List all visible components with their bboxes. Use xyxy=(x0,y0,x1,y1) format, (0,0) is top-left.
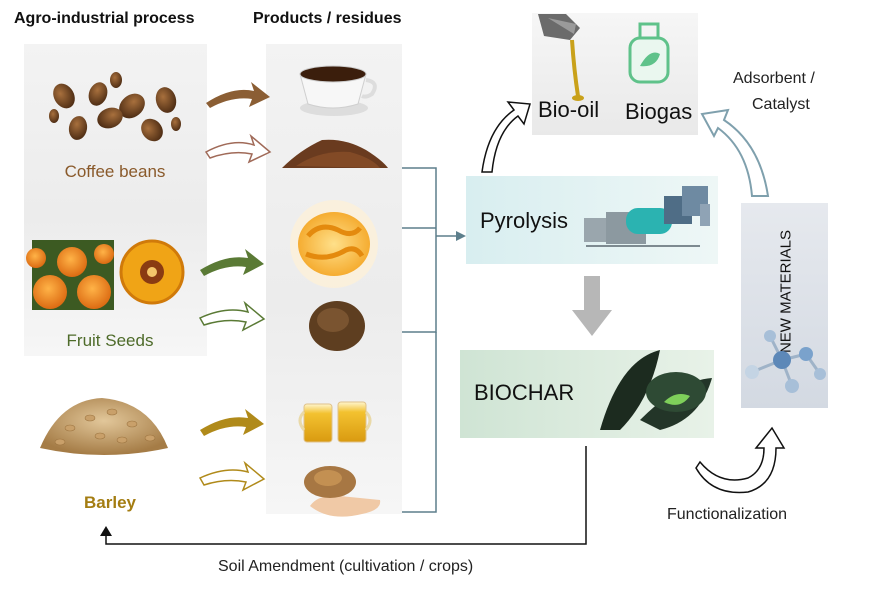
functionalization-arrow xyxy=(695,426,786,494)
fruit-residue-arrow xyxy=(198,300,266,332)
fruit-pulp-icon xyxy=(290,200,378,288)
beer-mugs-icon xyxy=(298,401,372,443)
coffee-beans-icon xyxy=(49,72,181,142)
soil-amendment-line xyxy=(105,446,587,545)
biogas-label: Biogas xyxy=(625,99,693,124)
functionalization-label: Functionalization xyxy=(667,506,788,523)
fruit-product-arrow xyxy=(200,249,264,276)
biochar-leaves-icon xyxy=(600,350,712,430)
biochar-label: BIOCHAR xyxy=(474,380,575,405)
catalyst-label: Catalyst xyxy=(752,96,810,113)
fruit-seeds-label: Fruit Seeds xyxy=(66,331,154,350)
molecule-icon xyxy=(745,330,826,393)
pyrolysis-label: Pyrolysis xyxy=(480,208,569,233)
biooil-label: Bio-oil xyxy=(538,97,600,122)
coffee-product-arrow xyxy=(206,82,270,108)
residue-collector-lines xyxy=(402,167,464,513)
seed-powder-icon xyxy=(309,301,365,351)
soil-amendment-arrowhead xyxy=(100,526,112,536)
coffee-residue-arrow xyxy=(204,133,272,164)
pyrolysis-to-biochar-arrow xyxy=(572,276,612,336)
coffee-beans-label: Coffee beans xyxy=(64,162,166,181)
barley-grains-icon xyxy=(40,398,168,455)
pyrolysis-input-arrowhead xyxy=(456,231,466,241)
pyrolysis-to-biooil-arrow xyxy=(481,101,531,173)
barley-label: Barley xyxy=(84,493,136,512)
header-products: Products / residues xyxy=(253,10,402,27)
coffee-grounds-icon xyxy=(282,139,388,168)
spent-grain-icon xyxy=(304,466,381,517)
soil-amendment-label: Soil Amendment (cultivation / crops) xyxy=(218,558,474,575)
oil-can-icon xyxy=(538,14,584,101)
barley-residue-arrow xyxy=(198,460,266,492)
fruit-seeds-icon xyxy=(26,239,185,310)
pyrolysis-plant-icon xyxy=(584,186,710,247)
header-process: Agro-industrial process xyxy=(14,10,195,27)
adsorbent-label: Adsorbent / xyxy=(733,70,815,87)
barley-product-arrow xyxy=(200,409,264,436)
materials-to-biogas-arrow xyxy=(700,108,770,197)
gas-cylinder-icon xyxy=(628,22,670,84)
coffee-cup-icon xyxy=(299,65,377,116)
